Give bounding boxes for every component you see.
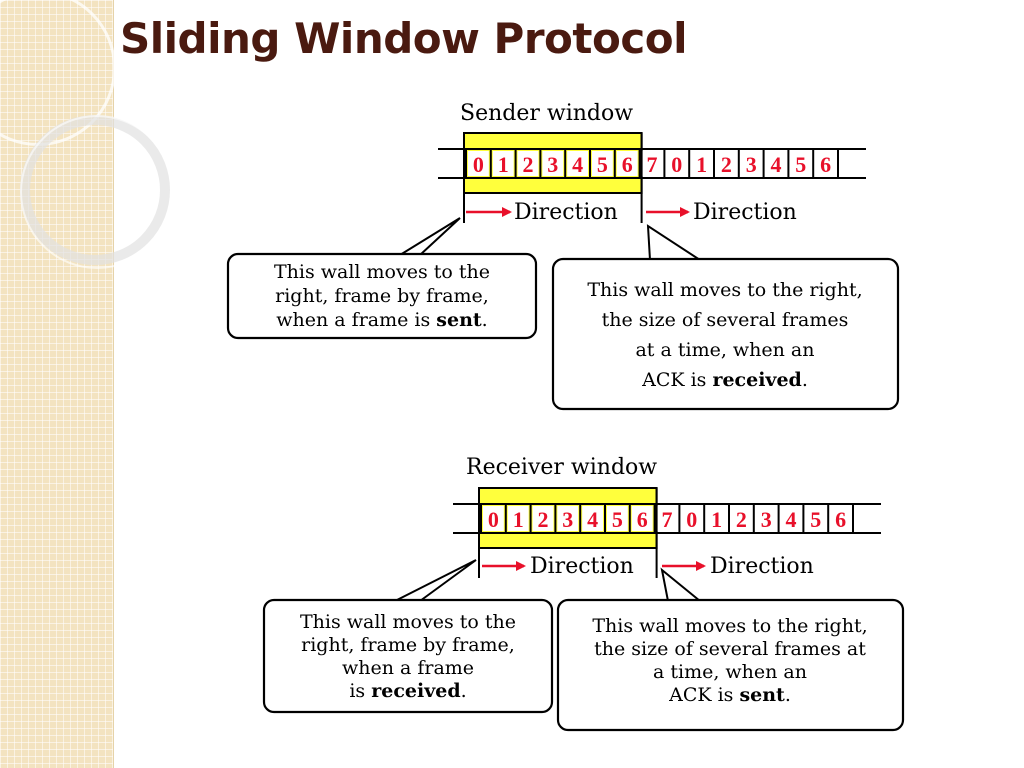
receiver-sequence-number: 6: [637, 507, 648, 532]
sender-sequence-number: 0: [671, 152, 682, 177]
receiver-frame-cell: [532, 506, 554, 531]
receiver-sequence-number: 1: [513, 507, 524, 532]
receiver-left-callout-box: [262, 598, 554, 714]
sender-direction-left: Direction: [514, 200, 618, 225]
sender-right-callout-pointer: [646, 224, 701, 261]
sender-left-callout-box: [226, 252, 538, 340]
sender-frame-cell: [790, 151, 812, 176]
sender-frame-cell: [666, 151, 688, 176]
receiver-window-label: Receiver window: [466, 455, 657, 480]
sender-sequence-number: 4: [771, 152, 782, 177]
receiver-frame-cell: [656, 506, 678, 531]
receiver-right-callout-text: This wall moves to the right,the size of…: [592, 615, 867, 706]
sender-frame-cell: [468, 151, 489, 176]
receiver-right-callout-box: [556, 598, 905, 732]
receiver-sequence-number: 2: [538, 507, 549, 532]
receiver-sequence-number: 5: [612, 507, 623, 532]
receiver-frame-cell: [830, 506, 851, 531]
receiver-frame-cell: [557, 506, 579, 531]
receiver-frame-cell: [731, 506, 752, 531]
sender-sequence-number: 5: [795, 152, 806, 177]
sender-sequence-number: 2: [523, 152, 534, 177]
sender-frame-cell: [740, 151, 762, 176]
sender-sequence-number: 7: [647, 152, 658, 177]
sender-frame-cell: [765, 151, 787, 176]
sender-sequence-number: 1: [696, 152, 707, 177]
sender-sequence-number: 3: [746, 152, 757, 177]
receiver-sequence-number: 4: [587, 507, 598, 532]
sender-frame-cell: [815, 151, 836, 176]
receiver-frame-cell: [805, 506, 827, 531]
receiver-sequence-number: 7: [662, 507, 673, 532]
receiver-right-callout-pointer: [660, 567, 701, 602]
receiver-frame-cell: [607, 506, 628, 531]
sender-sequence-number: 3: [547, 152, 558, 177]
receiver-frame-cell: [483, 506, 504, 531]
receiver-frame-cell: [681, 506, 703, 531]
decorative-sidebar: [0, 0, 174, 768]
receiver-sequence-number: 4: [786, 507, 797, 532]
receiver-frame-cell: [582, 506, 603, 531]
sender-sequence-number: 2: [721, 152, 732, 177]
receiver-direction-right: Direction: [710, 554, 814, 579]
receiver-frame-cell: [507, 506, 529, 531]
receiver-frame-cell: [631, 506, 653, 531]
sender-right-callout-text: This wall moves to the right,the size of…: [587, 279, 862, 391]
receiver-left-callout-pointer: [394, 559, 477, 602]
sender-frame-cell: [592, 151, 613, 176]
receiver-sequence-number: 0: [686, 507, 697, 532]
receiver-frame-cell: [780, 506, 802, 531]
receiver-frame-cell: [706, 506, 727, 531]
sender-sequence-number: 5: [597, 152, 608, 177]
receiver-sequence-number: 2: [736, 507, 747, 532]
sender-frame-cell: [517, 151, 539, 176]
receiver-sequence-number: 3: [562, 507, 573, 532]
receiver-frame-cell: [755, 506, 777, 531]
sender-sequence-number: 6: [820, 152, 831, 177]
sender-frame-cell: [716, 151, 737, 176]
sender-sequence-number: 0: [473, 152, 484, 177]
sender-sequence-number: 6: [622, 152, 633, 177]
sender-frame-cell: [567, 151, 588, 176]
receiver-sequence-number: 1: [711, 507, 722, 532]
receiver-direction-left: Direction: [530, 554, 634, 579]
receiver-sequence-number: 5: [810, 507, 821, 532]
sender-direction-right: Direction: [693, 200, 797, 225]
sender-frame-cell: [492, 151, 514, 176]
sender-sequence-number: 1: [498, 152, 509, 177]
sender-frame-cell: [542, 151, 564, 176]
sender-window-label: Sender window: [460, 101, 633, 126]
sender-right-callout-box: [551, 257, 900, 411]
receiver-sequence-number: 3: [761, 507, 772, 532]
sender-left-callout-pointer: [399, 217, 461, 256]
sender-frame-cell: [616, 151, 638, 176]
receiver-sequence-number: 6: [835, 507, 846, 532]
sender-sequence-number: 4: [572, 152, 583, 177]
slide-title: Sliding Window Protocol: [120, 14, 687, 63]
decor-ring-icon: [20, 115, 174, 269]
sender-frame-cell: [641, 151, 663, 176]
sender-frame-cell: [691, 151, 712, 176]
receiver-sequence-number: 0: [488, 507, 499, 532]
